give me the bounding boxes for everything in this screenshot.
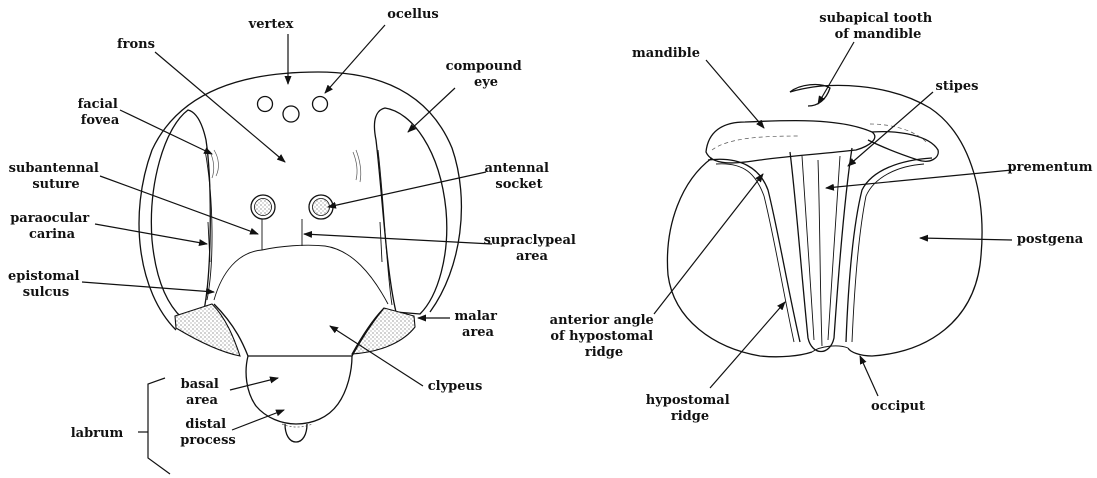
stipes-right-line (828, 156, 840, 340)
ocellus-left (258, 97, 273, 112)
left-compound-eye (151, 110, 210, 318)
label-supraclypeal-area: supraclypeal area (484, 233, 581, 264)
label-epistomal-sulcus: epistomal sulcus (8, 269, 84, 300)
ocellus-middle (283, 106, 299, 122)
label-facial-fovea: facial fovea (78, 97, 123, 128)
distal-process (285, 424, 307, 442)
left-facial-fovea (214, 150, 218, 176)
label-prementum: prementum (1008, 160, 1093, 175)
front-view-leaders (82, 25, 492, 430)
label-compound-eye: compound eye (446, 59, 527, 90)
label-paraocular-carina: paraocular carina (10, 211, 94, 242)
left-hypostomal-ridge-2 (716, 164, 794, 342)
left-malar-area (175, 304, 240, 356)
label-distal-process: distal process (180, 417, 235, 448)
label-ocellus: ocellus (387, 7, 439, 22)
ocellus-right (313, 97, 328, 112)
label-antennal-socket: antennal socket (485, 161, 554, 192)
right-compound-eye (374, 108, 446, 314)
left-facial-fovea-2 (210, 152, 214, 178)
labrum-outline (246, 356, 352, 424)
right-antennal-socket-inner (313, 199, 330, 216)
label-malar-area: malar area (455, 309, 502, 340)
stipes-left-line (802, 156, 814, 340)
label-postgena: postgena (1017, 232, 1084, 247)
label-stipes: stipes (936, 79, 979, 94)
label-occiput: occiput (871, 399, 925, 414)
label-hypostomal-ridge: hypostomal ridge (646, 393, 734, 424)
mandible-inner-dash (712, 136, 800, 150)
label-basal-area: basal area (181, 377, 224, 408)
ventral-view-head (667, 85, 982, 357)
label-subapical-tooth: subapical tooth of mandible (819, 11, 936, 42)
left-antennal-socket-inner (255, 199, 272, 216)
left-hypostomal-ridge (708, 159, 800, 342)
right-postgena-outline (790, 85, 982, 356)
left-postgena-outline (667, 158, 812, 357)
label-frons: frons (117, 37, 155, 52)
prementum-center-line (818, 160, 822, 346)
right-hypostomal-ridge (846, 158, 932, 342)
right-paraocular-carina (380, 222, 382, 262)
labrum-bracket (148, 378, 170, 474)
mandible-right-dash (870, 124, 928, 144)
right-malar-area (352, 308, 415, 354)
right-hypostomal-ridge-2 (852, 164, 924, 342)
label-anterior-angle: anterior angle of hypostomal ridge (550, 313, 659, 360)
epistomal-sulcus-line (214, 245, 388, 304)
label-subantennal-suture: subantennal suture (9, 161, 104, 192)
mandible-right (868, 132, 938, 162)
label-clypeus: clypeus (428, 379, 483, 394)
right-facial-fovea-2 (353, 152, 357, 180)
label-labrum: labrum (71, 426, 124, 441)
label-mandible: mandible (632, 46, 700, 61)
label-vertex: vertex (248, 17, 294, 32)
